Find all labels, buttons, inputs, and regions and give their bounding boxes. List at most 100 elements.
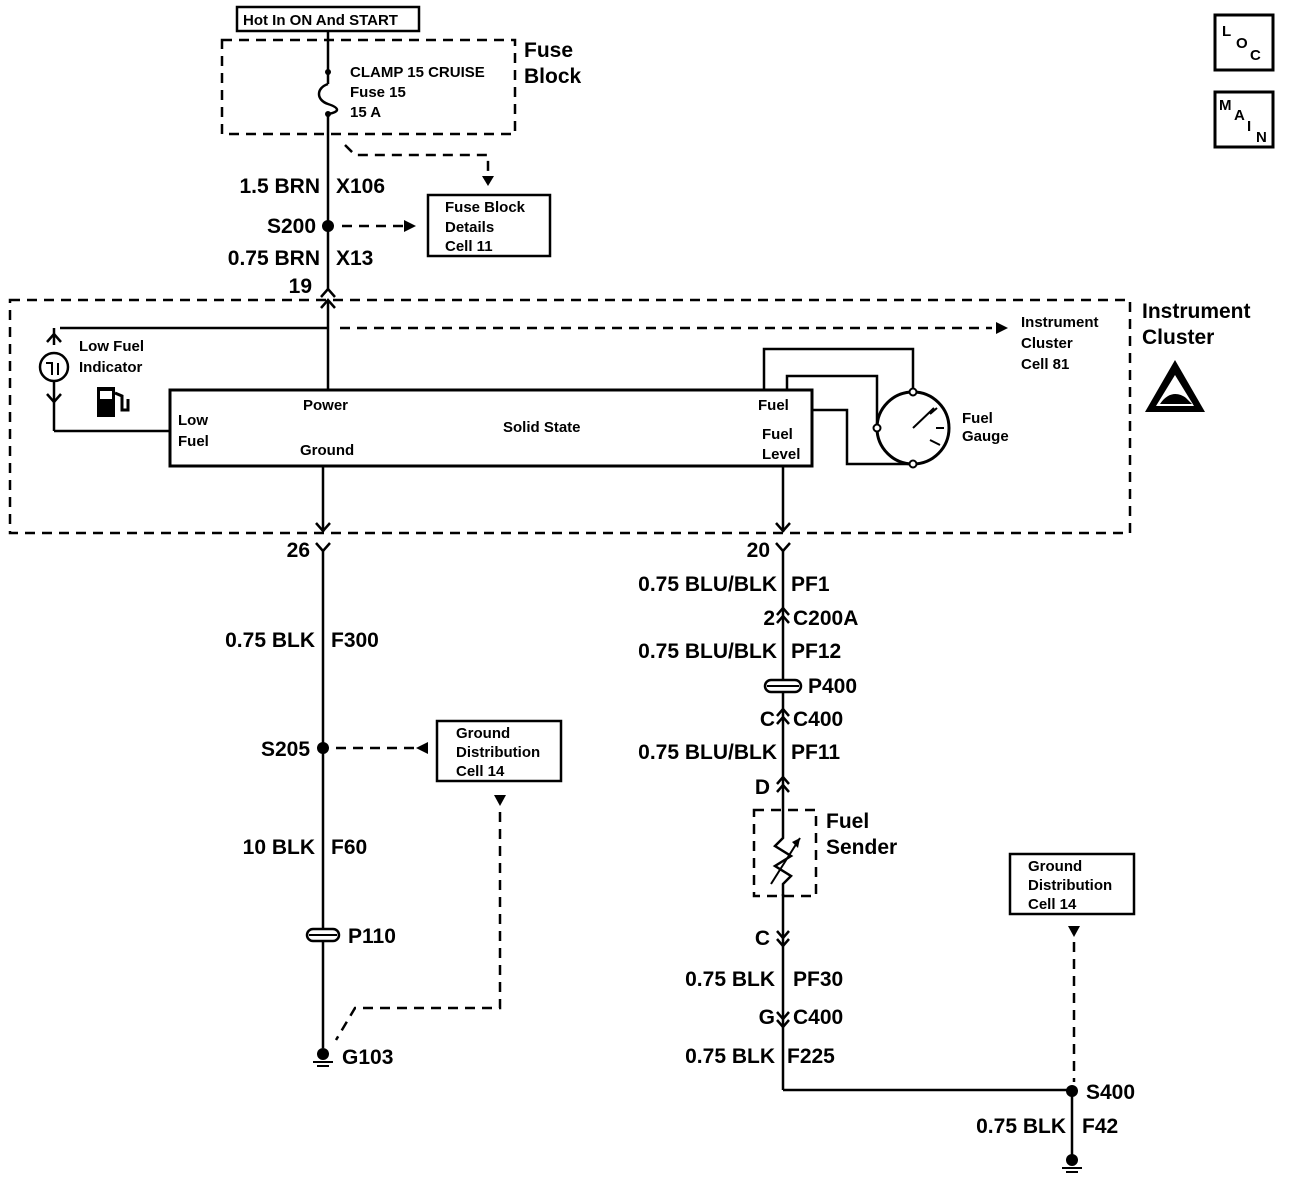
wire-circuit-pf11: PF11 [791,741,840,764]
splice-s400: S400 [1086,1081,1135,1104]
instrument-cluster-ref[interactable]: Instrument Cluster Cell 81 [1021,314,1099,373]
connector-c400-top-pin: C [760,708,775,731]
svg-text:O: O [1236,35,1248,52]
module-low-fuel-2: Fuel [178,433,209,450]
connector-c400-bottom-icon [776,1011,790,1029]
fuse-name: CLAMP 15 CRUISE [350,64,485,81]
hot-in-label: Hot In ON And START [243,12,398,29]
module-fuel-level-1: Fuel [762,426,793,443]
wire-gauge-pf30: 0.75 BLK [685,968,775,991]
fuel-sender-pin-d: D [755,776,770,799]
wire-circuit-x106: X106 [336,175,385,198]
wire-circuit-f225: F225 [787,1045,835,1068]
fuel-sender-label-1: Fuel [826,810,869,833]
fuse-symbol-icon [317,82,339,116]
fuel-sender-pin-c: C [755,927,770,950]
wire-circuit-f42: F42 [1082,1115,1118,1138]
svg-text:Distribution: Distribution [456,744,540,761]
svg-text:Cluster: Cluster [1021,335,1073,352]
ground-f42-icon [1062,1154,1082,1173]
wire-circuit-f60: F60 [331,836,367,859]
fuse-block-outline [220,38,517,136]
main-button[interactable]: M A I N [1213,90,1275,149]
ground-distribution-ref-left[interactable]: Ground Distribution Cell 14 [435,719,563,783]
module-fuel-level-2: Level [762,446,800,463]
connector-c400-top: C400 [793,708,843,731]
ground-g103-icon [313,1048,333,1067]
low-fuel-indicator-label-1: Low Fuel [79,338,144,355]
connector-c200a-pin: 2 [763,607,775,630]
fuel-gauge-icon [872,387,951,469]
svg-text:L: L [1222,23,1231,40]
module-ground-label: Ground [300,442,354,459]
svg-text:Fuse Block: Fuse Block [445,199,526,216]
wire-circuit-pf1: PF1 [791,573,830,596]
wire-gauge-x106: 1.5 BRN [239,175,320,198]
connector-c400-bottom: C400 [793,1006,843,1029]
solid-state-module [168,388,814,468]
fuse-block-title-1: Fuse [524,39,573,62]
wire-gauge-x13: 0.75 BRN [228,247,320,270]
fuse-id: Fuse 15 [350,84,406,101]
fuel-sender-outline [752,808,818,898]
wire-circuit-x13: X13 [336,247,373,270]
svg-text:M: M [1219,97,1232,114]
low-fuel-indicator-label-2: Indicator [79,359,143,376]
svg-text:Cell 81: Cell 81 [1021,356,1069,373]
splice-s205-dot [317,742,329,754]
connector-c400-top-icon [776,707,790,725]
passthrough-p400-icon [763,678,803,694]
connector-c200a: C200A [793,607,858,630]
module-fuel-label: Fuel [758,397,789,414]
svg-text:Ground: Ground [456,725,510,742]
fuse-block-title-2: Block [524,65,582,88]
passthrough-p110-icon [305,927,341,943]
svg-text:A: A [1234,107,1245,124]
pin-20: 20 [747,539,770,562]
wire-circuit-pf12: PF12 [791,640,841,663]
instrument-cluster-title-1: Instrument [1142,300,1251,323]
wire-gauge-f42: 0.75 BLK [976,1115,1066,1138]
fuel-pump-icon [97,387,130,417]
fuel-gauge-label-1: Fuel [962,410,993,427]
fuel-sender-resistor-icon [770,812,801,896]
ground-distribution-ref-right[interactable]: Ground Distribution Cell 14 [1008,852,1136,916]
esd-warning-icon [1145,360,1205,412]
low-fuel-lamp-icon [38,351,70,383]
fuse-rating: 15 A [350,104,381,121]
splice-s205: S205 [261,738,310,761]
module-center-label: Solid State [503,419,581,436]
wire-gauge-f60: 10 BLK [243,836,315,859]
pin-26: 26 [287,539,310,562]
pin-19: 19 [289,275,312,298]
fuel-sender-label-2: Sender [826,836,897,859]
svg-text:Details: Details [445,219,494,236]
wire-gauge-f300: 0.75 BLK [225,629,315,652]
wire-gauge-pf1: 0.75 BLU/BLK [638,573,777,596]
passthrough-p400: P400 [808,675,857,698]
module-power-label: Power [303,397,348,414]
connector-c200a-icon [776,606,790,624]
loc-button[interactable]: L O C [1213,13,1275,72]
wire-circuit-pf30: PF30 [793,968,843,991]
wire-gauge-f225: 0.75 BLK [685,1045,775,1068]
svg-text:N: N [1256,129,1267,146]
svg-text:Instrument: Instrument [1021,314,1099,331]
svg-text:Cell 14: Cell 14 [456,763,505,780]
svg-text:Cell 11: Cell 11 [445,238,493,255]
module-low-fuel-1: Low [178,412,208,429]
fuel-gauge-label-2: Gauge [962,428,1009,445]
instrument-cluster-outline [8,298,1132,535]
instrument-cluster-title-2: Cluster [1142,326,1214,349]
fuse-block-details-ref[interactable]: Fuse Block Details Cell 11 [426,193,552,258]
svg-text:I: I [1247,118,1251,135]
wire-gauge-pf12: 0.75 BLU/BLK [638,640,777,663]
svg-text:Cell 14: Cell 14 [1028,896,1077,913]
svg-text:Ground: Ground [1028,858,1082,875]
svg-text:Distribution: Distribution [1028,877,1112,894]
connector-c400-bottom-pin: G [759,1006,775,1029]
wire-circuit-f300: F300 [331,629,379,652]
passthrough-p110: P110 [348,925,396,948]
splice-s200: S200 [267,215,316,238]
